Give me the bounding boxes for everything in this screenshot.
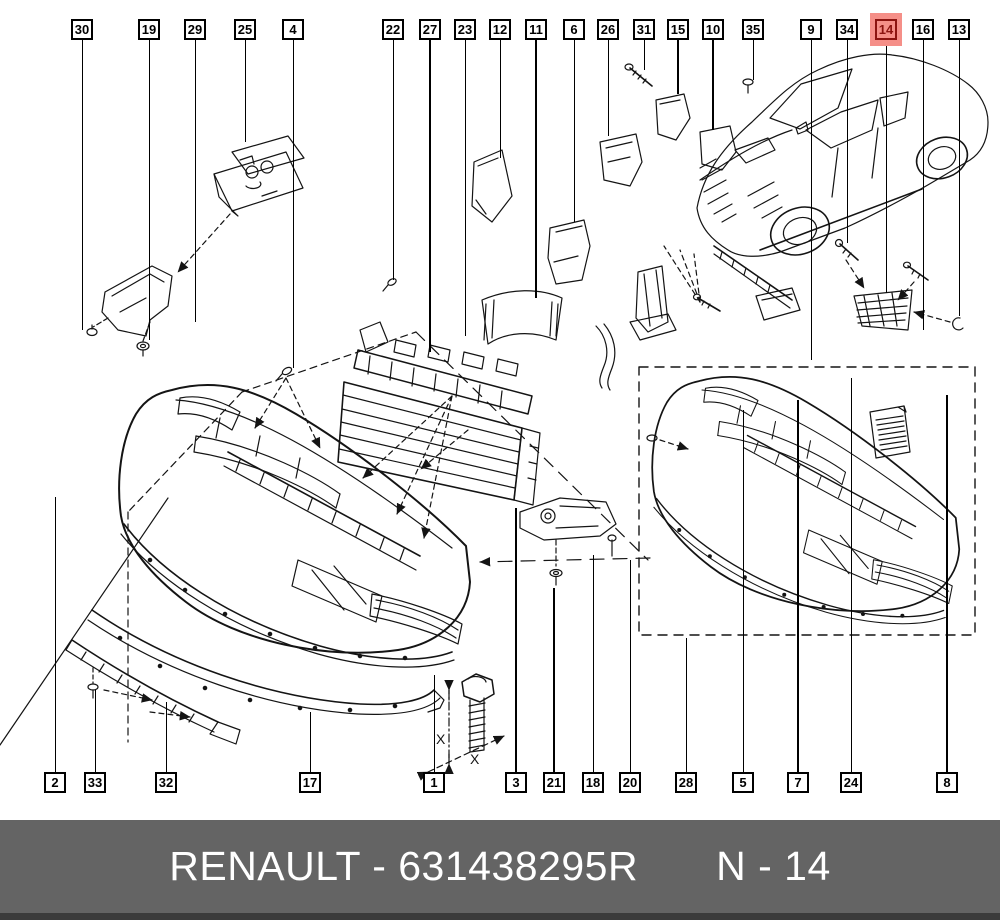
leader-line-7	[797, 400, 799, 772]
leader-line-28	[685, 638, 687, 772]
callout-25[interactable]: 25	[234, 19, 256, 40]
callout-14[interactable]: 14	[875, 19, 897, 40]
callout-13[interactable]: 13	[948, 19, 970, 40]
leader-line-18	[592, 555, 594, 772]
leader-line-23	[464, 40, 466, 336]
callout-10[interactable]: 10	[702, 19, 724, 40]
leader-line-21	[553, 588, 555, 772]
callout-21[interactable]: 21	[543, 772, 565, 793]
left-bracket-part	[86, 265, 173, 357]
fasteners	[275, 63, 964, 382]
svg-text:X: X	[470, 751, 480, 767]
kit-box-part	[177, 135, 305, 273]
callout-31[interactable]: 31	[633, 19, 655, 40]
callout-26[interactable]: 26	[597, 19, 619, 40]
diagram-artwork: X X	[0, 53, 989, 781]
footer-text-row: RENAULT - 631438295R N - 14	[0, 820, 1000, 913]
callout-1[interactable]: 1	[423, 772, 445, 793]
callout-30[interactable]: 30	[71, 19, 93, 40]
callout-28[interactable]: 28	[675, 772, 697, 793]
leader-line-9	[810, 40, 812, 360]
part-number-text: RENAULT - 631438295R	[169, 843, 639, 889]
fog-grille-part	[853, 289, 913, 331]
spoiler-strip	[65, 639, 241, 745]
leader-line-35	[752, 40, 754, 80]
callout-9[interactable]: 9	[800, 19, 822, 40]
leader-line-29	[194, 40, 196, 322]
callout-12[interactable]: 12	[489, 19, 511, 40]
callout-8[interactable]: 8	[936, 772, 958, 793]
footer-edge	[0, 913, 1000, 920]
callout-18[interactable]: 18	[582, 772, 604, 793]
right-bumper-box	[638, 366, 976, 636]
leader-line-10	[712, 40, 714, 130]
leader-line-34	[846, 40, 848, 243]
callout-7[interactable]: 7	[787, 772, 809, 793]
callout-24[interactable]: 24	[840, 772, 862, 793]
center-small-parts	[471, 149, 801, 391]
leader-line-15	[677, 40, 679, 94]
leader-line-6	[573, 40, 575, 222]
front-bumper	[118, 384, 471, 668]
leader-line-12	[499, 40, 501, 158]
leader-line-5	[742, 410, 744, 772]
svg-text:X: X	[436, 731, 446, 747]
leader-line-1	[433, 675, 435, 772]
booklet-icon	[869, 405, 911, 459]
leader-line-31	[643, 40, 645, 70]
leader-line-20	[629, 560, 631, 772]
leader-line-25	[244, 40, 246, 142]
leader-line-3	[515, 508, 517, 772]
callout-20[interactable]: 20	[619, 772, 641, 793]
callout-23[interactable]: 23	[454, 19, 476, 40]
undertray-part	[519, 497, 617, 586]
callout-29[interactable]: 29	[184, 19, 206, 40]
leader-line-26	[607, 40, 609, 136]
leader-line-19	[148, 40, 150, 340]
footer-bar: RENAULT - 631438295R N - 14	[0, 820, 1000, 920]
leader-line-24	[850, 378, 852, 772]
leader-line-14	[885, 40, 887, 293]
leader-line-13	[958, 40, 960, 316]
callout-17[interactable]: 17	[299, 772, 321, 793]
leader-line-30	[81, 40, 83, 330]
callout-2[interactable]: 2	[44, 772, 66, 793]
callout-19[interactable]: 19	[138, 19, 160, 40]
leader-line-32	[165, 702, 167, 772]
callout-22[interactable]: 22	[382, 19, 404, 40]
leader-line-16	[922, 40, 924, 330]
callout-35[interactable]: 35	[742, 19, 764, 40]
leader-line-33	[94, 690, 96, 772]
grille-assembly	[337, 321, 541, 506]
callout-3[interactable]: 3	[505, 772, 527, 793]
callout-15[interactable]: 15	[667, 19, 689, 40]
lower-trim-strip	[87, 609, 445, 715]
leader-line-4	[292, 40, 294, 368]
bolt-dimension-diagram: X X	[416, 673, 505, 781]
car-illustration	[696, 53, 989, 257]
callout-6[interactable]: 6	[563, 19, 585, 40]
leader-line-22	[392, 40, 394, 280]
callout-34[interactable]: 34	[836, 19, 858, 40]
page-ref-text: N - 14	[716, 843, 831, 889]
leader-line-2	[54, 497, 56, 772]
callout-4[interactable]: 4	[282, 19, 304, 40]
callout-16[interactable]: 16	[912, 19, 934, 40]
callout-33[interactable]: 33	[84, 772, 106, 793]
callout-32[interactable]: 32	[155, 772, 177, 793]
callout-11[interactable]: 11	[525, 19, 547, 40]
leader-line-8	[946, 395, 948, 772]
leader-line-27	[429, 40, 431, 352]
callout-27[interactable]: 27	[419, 19, 441, 40]
callout-5[interactable]: 5	[732, 772, 754, 793]
leader-line-11	[535, 40, 537, 298]
leader-line-17	[309, 712, 311, 772]
